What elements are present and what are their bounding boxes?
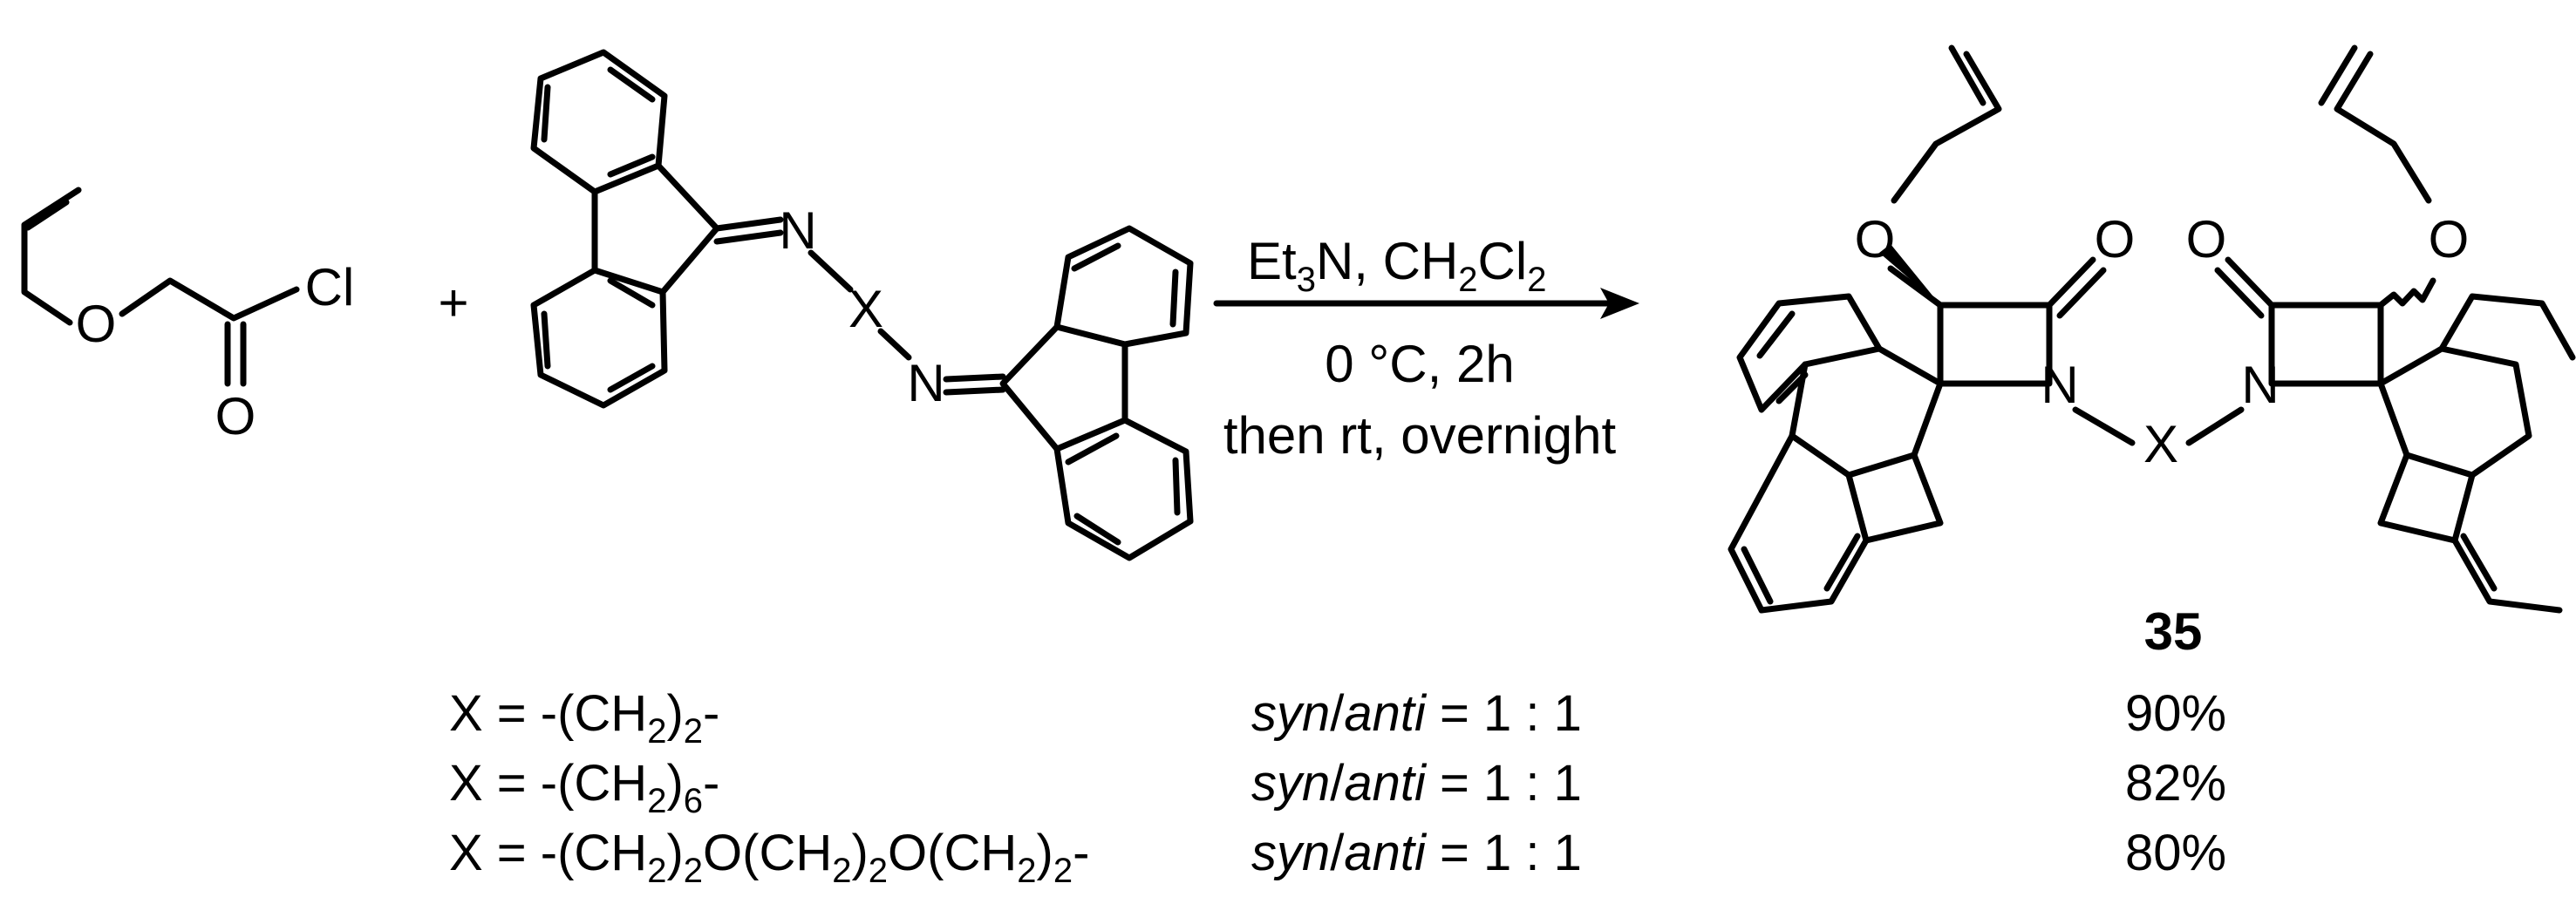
row3-ratio: syn/anti = 1 : 1	[1251, 825, 1582, 881]
row3-x-definition: X = -(CH2)2O(CH2)2O(CH2)2-	[449, 825, 1089, 890]
left-wedge-bond	[1879, 244, 1940, 305]
reaction-conditions: Et3N, CH2Cl2 0 °C, 2h then rt, overnight	[1213, 232, 1639, 465]
conditions-temperature: 0 °C, 2h	[1325, 335, 1514, 393]
row1-x-definition: X = -(CH2)2-	[449, 685, 719, 751]
product-oxygen-right-carbonyl: O	[2186, 210, 2227, 268]
row3-yield: 80%	[2125, 825, 2226, 881]
reactant2-nitrogen-2: N	[907, 354, 944, 412]
product-compound-number: 35	[2144, 602, 2203, 661]
product-oxygen-left-ether: O	[1855, 210, 1896, 268]
product-oxygen-left-carbonyl: O	[2095, 210, 2136, 268]
row1-yield: 90%	[2125, 685, 2226, 742]
reactant1-oxygen-ether: O	[76, 295, 117, 353]
reactant1-chlorine: Cl	[305, 258, 355, 316]
reactant2-nitrogen-1: N	[779, 201, 816, 260]
reactant1-oxygen-carbonyl: O	[215, 387, 256, 445]
conditions-then: then rt, overnight	[1223, 406, 1617, 465]
product-nitrogen-right: N	[2241, 356, 2279, 414]
arrow-head	[1600, 288, 1639, 319]
conditions-reagents: Et3N, CH2Cl2	[1247, 232, 1546, 299]
row2-x-definition: X = -(CH2)6-	[449, 755, 719, 820]
product-linker-x: X	[2143, 415, 2178, 473]
row1-ratio: syn/anti = 1 : 1	[1251, 685, 1582, 742]
results-table: X = -(CH2)2- syn/anti = 1 : 1 90% X = -(…	[449, 685, 2226, 890]
reactant-allyloxyacetyl-chloride: O O Cl	[21, 187, 355, 445]
product-35: O O N X N O O 35	[1728, 44, 2576, 661]
row2-ratio: syn/anti = 1 : 1	[1251, 755, 1582, 812]
reactant2-linker-x: X	[848, 280, 883, 338]
row2-yield: 82%	[2125, 755, 2226, 812]
plus-sign: +	[438, 274, 468, 332]
product-nitrogen-left: N	[2041, 356, 2078, 414]
product-oxygen-right-ether: O	[2429, 210, 2470, 268]
reactant-bis-imine: N X N	[530, 49, 1194, 561]
